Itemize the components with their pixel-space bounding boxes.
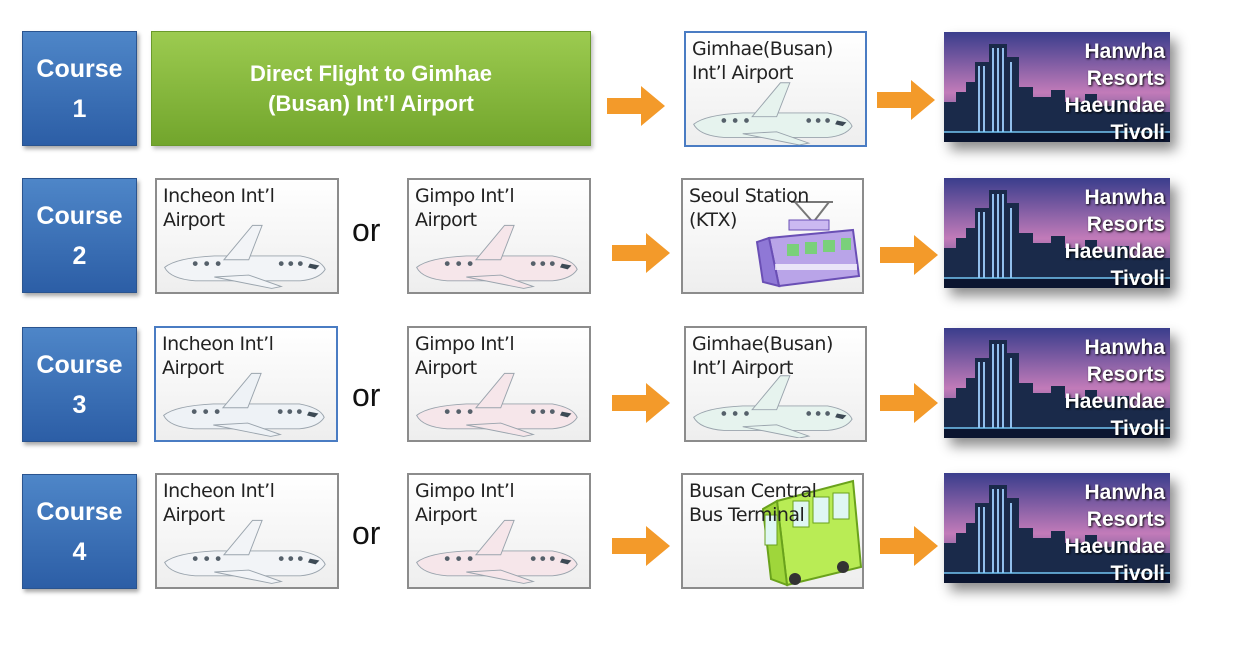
or-text: or <box>352 377 381 413</box>
card-label-line1: Gimpo Int’l <box>415 333 515 355</box>
gimhae-airport-card: Gimhae(Busan)Int’l Airport <box>684 326 867 442</box>
course-1-box: Course 1 <box>22 31 137 146</box>
resort-line2: Resorts <box>1086 213 1165 236</box>
arrow-right-icon <box>612 233 670 273</box>
or-text: or <box>352 212 381 248</box>
arrow-right-icon <box>612 383 670 423</box>
card-label-line1: Gimhae(Busan) <box>692 333 833 355</box>
bus-icon <box>761 479 862 587</box>
resort-line3: Haeundae <box>1064 94 1165 117</box>
seoul-station-card: Seoul Station(KTX) <box>681 178 864 294</box>
resort-line4: Tivoli <box>1110 562 1165 583</box>
gimhae-airport-card: Gimhae(Busan)Int’l Airport <box>684 31 867 147</box>
resort-line4: Tivoli <box>1110 417 1165 438</box>
card-label-line1: Gimpo Int’l <box>415 480 515 502</box>
resort-line2: Resorts <box>1086 363 1165 386</box>
arrow-right-icon <box>880 235 938 275</box>
direct-flight-line1: Direct Flight to Gimhae <box>249 60 493 86</box>
train-icon <box>755 201 861 288</box>
course-label: Course <box>36 201 123 230</box>
card-label-line1: Incheon Int’l <box>162 333 274 355</box>
card-label-line1: Incheon Int’l <box>163 480 275 502</box>
card-label-line1: Busan Central <box>689 480 817 502</box>
resort-line1: Hanwha <box>1084 481 1165 504</box>
course-number: 4 <box>72 537 87 566</box>
card-label-line2: Airport <box>162 357 224 379</box>
direct-flight-line2: (Busan) Int’l Airport <box>268 90 474 116</box>
card-label-line2: Int’l Airport <box>692 62 793 84</box>
card-label-line2: Int’l Airport <box>692 357 793 379</box>
course-3-box: Course 3 <box>22 327 137 442</box>
course-label: Course <box>36 54 123 83</box>
card-label-line2: Airport <box>415 357 477 379</box>
course-number: 1 <box>72 94 87 123</box>
resort-line3: Haeundae <box>1064 535 1165 558</box>
card-label-line2: Airport <box>163 209 225 231</box>
resort-line4: Tivoli <box>1110 267 1165 288</box>
resort-line1: Hanwha <box>1084 40 1165 63</box>
arrow-right-icon <box>612 526 670 566</box>
arrow-right-icon <box>877 80 935 120</box>
card-label-line2: Bus Terminal <box>689 504 805 526</box>
card-label-line1: Incheon Int’l <box>163 185 275 207</box>
card-label-line2: Airport <box>415 209 477 231</box>
card-label-line2: Airport <box>415 504 477 526</box>
resort-line1: Hanwha <box>1084 186 1165 209</box>
course-label: Course <box>36 350 123 379</box>
card-label-line2: (KTX) <box>689 209 737 231</box>
arrow-right-icon <box>607 86 665 126</box>
arrow-right-icon <box>880 383 938 423</box>
card-label-line1: Seoul Station <box>689 185 809 207</box>
resort-line3: Haeundae <box>1064 390 1165 413</box>
card-label-line2: Airport <box>163 504 225 526</box>
course-2-box: Course 2 <box>22 178 137 293</box>
resort-line2: Resorts <box>1086 67 1165 90</box>
arrow-right-icon <box>880 526 938 566</box>
course-number: 2 <box>72 241 87 270</box>
course-number: 3 <box>72 390 87 419</box>
or-text: or <box>352 515 381 551</box>
card-label-line1: Gimhae(Busan) <box>692 38 833 60</box>
resort-line4: Tivoli <box>1110 121 1165 142</box>
course-4-box: Course 4 <box>22 474 137 589</box>
course-label: Course <box>36 497 123 526</box>
direct-flight-box: Direct Flight to Gimhae (Busan) Int’l Ai… <box>151 31 591 146</box>
card-label-line1: Gimpo Int’l <box>415 185 515 207</box>
resort-line1: Hanwha <box>1084 336 1165 359</box>
resort-line2: Resorts <box>1086 508 1165 531</box>
resort-line3: Haeundae <box>1064 240 1165 263</box>
